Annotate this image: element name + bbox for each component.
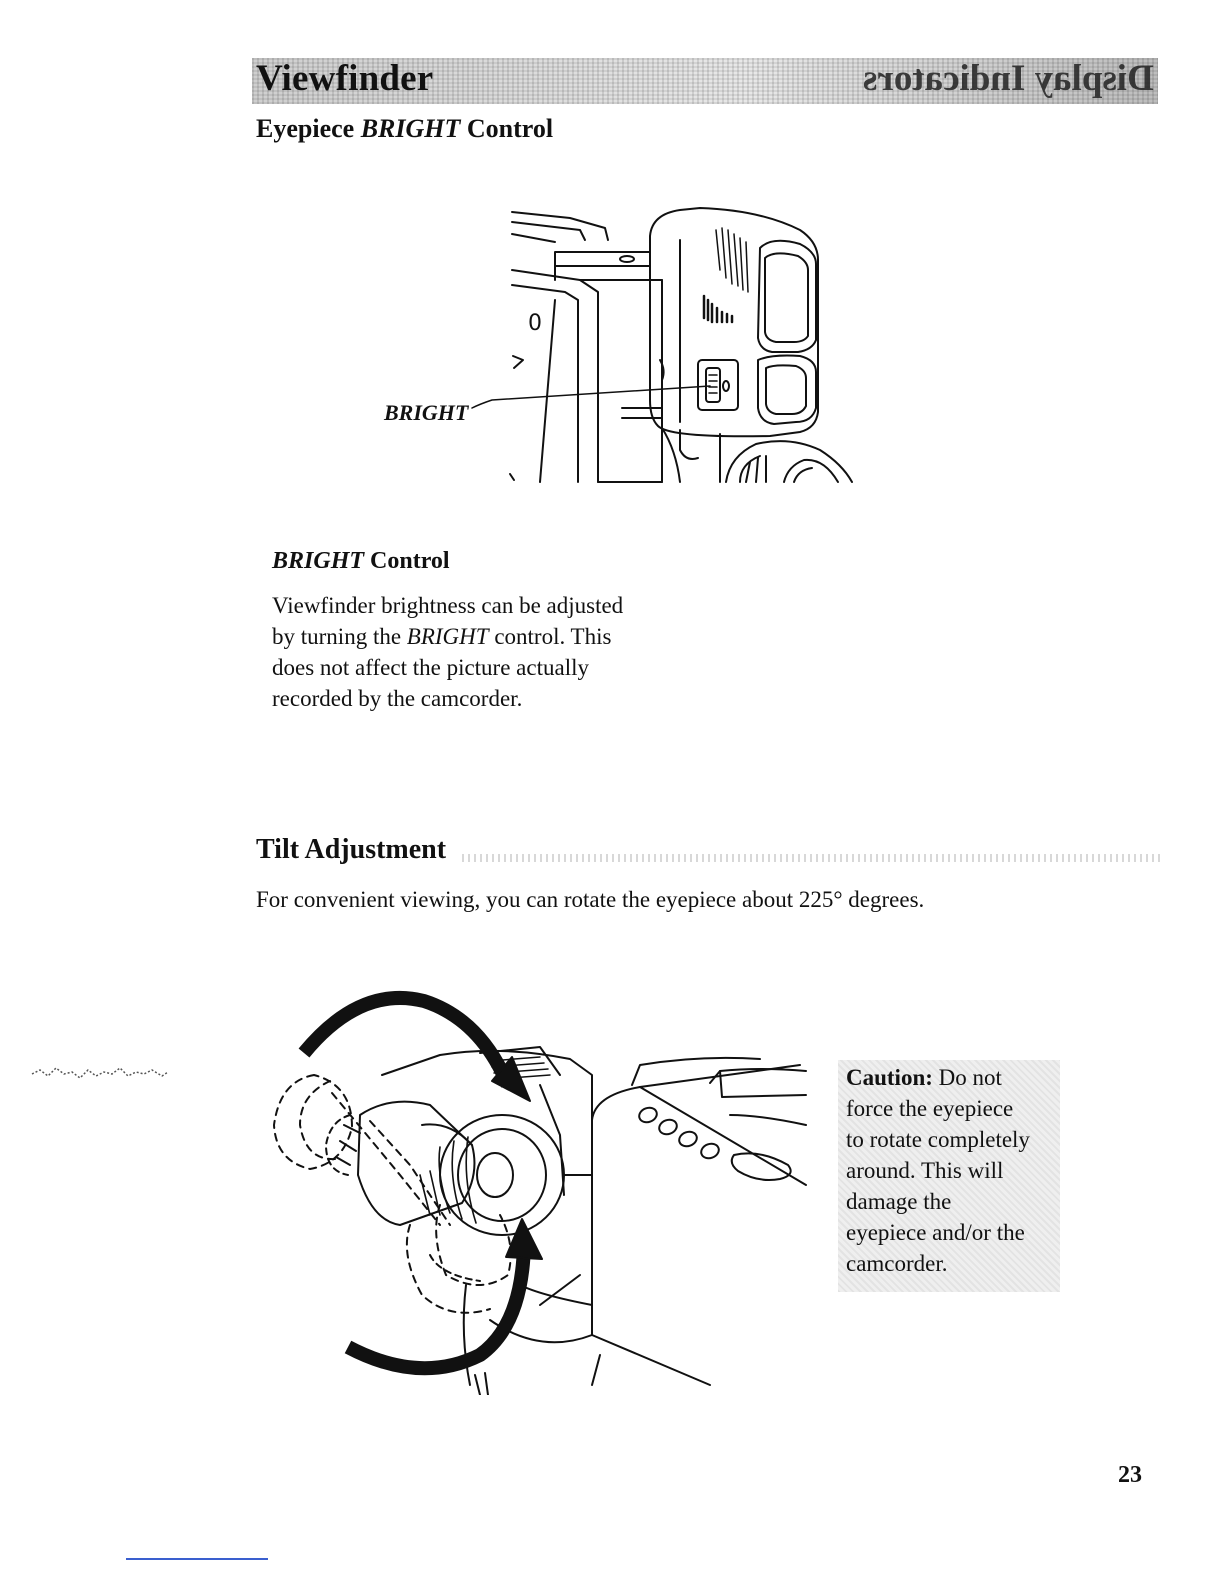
eyepiece-bright-subtitle: Eyepiece BRIGHT Control <box>256 114 553 144</box>
caution-line: force the eyepiece <box>846 1096 1014 1121</box>
caution-line: to rotate completely <box>846 1127 1030 1152</box>
caution-note: Caution: Do not force the eyepiece to ro… <box>846 1062 1061 1279</box>
subtitle-suffix: Control <box>460 114 554 143</box>
caution-line: damage the <box>846 1189 952 1214</box>
subtitle-prefix: Eyepiece <box>256 114 361 143</box>
bright-body-text: control. This <box>488 624 612 649</box>
bleed-through-mirrored-heading: Display Indicators <box>863 58 1154 99</box>
caution-label: Caution: <box>846 1065 933 1090</box>
bottom-edge-line <box>126 1558 268 1560</box>
eyepiece-tilt-illustration <box>273 991 807 1395</box>
page-number: 23 <box>1118 1462 1142 1488</box>
scan-smudge <box>31 1067 169 1079</box>
bright-heading-italic: BRIGHT <box>272 548 365 574</box>
bright-callout-label: BRIGHT <box>384 400 469 425</box>
heading-rule <box>462 854 1162 862</box>
caution-line: around. This will <box>846 1158 1004 1183</box>
bright-body-line: does not affect the picture actually <box>272 655 589 680</box>
svg-text:0: 0 <box>528 311 542 336</box>
bright-body-line: by turning the BRIGHT control. This <box>272 621 692 652</box>
caution-line: Caution: Do not <box>846 1062 1061 1093</box>
bright-body-italic: BRIGHT <box>406 624 489 649</box>
section-header-band <box>252 58 1158 104</box>
bright-heading-suffix: Control <box>364 548 450 574</box>
bright-control-heading: BRIGHT Control <box>272 548 450 575</box>
bright-body-text: by turning the <box>272 624 407 649</box>
tilt-description: For convenient viewing, you can rotate t… <box>256 887 925 912</box>
bright-control-description: Viewfinder brightness can be adjusted by… <box>272 590 692 714</box>
viewfinder-bright-illustration: 0 <box>471 207 853 483</box>
caution-line: camcorder. <box>846 1251 948 1276</box>
caution-box <box>838 1060 1060 1292</box>
section-title: Viewfinder <box>256 58 434 99</box>
bright-body-line: Viewfinder brightness can be adjusted <box>272 593 624 618</box>
caution-line: eyepiece and/or the <box>846 1220 1025 1245</box>
caution-text: Do not <box>932 1065 1002 1090</box>
bright-body-line: recorded by the camcorder. <box>272 686 523 711</box>
subtitle-italic: BRIGHT <box>360 114 461 143</box>
tilt-adjustment-heading: Tilt Adjustment <box>256 834 447 865</box>
